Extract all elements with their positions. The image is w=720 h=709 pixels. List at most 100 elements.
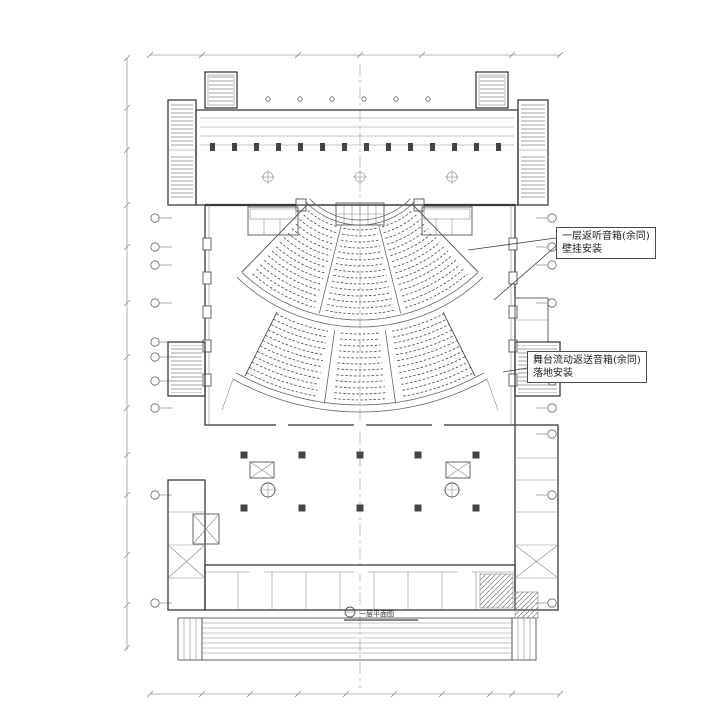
- seat-row-arc: [339, 245, 381, 249]
- seat-row-arc: [405, 273, 468, 308]
- seating-guide-arc: [236, 372, 484, 406]
- column: [414, 504, 422, 512]
- drawing-title-mark: 一层平面图: [344, 606, 418, 621]
- seat-row-arc: [340, 332, 380, 335]
- seat-row-arc: [338, 350, 382, 353]
- seat-row-arc: [399, 351, 463, 373]
- auditorium-seating: [232, 198, 488, 413]
- dim-tick: [123, 243, 131, 251]
- dim-tick: [123, 451, 131, 459]
- column: [474, 143, 479, 151]
- dim-tick: [123, 146, 131, 154]
- dim-tick: [146, 690, 154, 698]
- seat-row-arc: [336, 368, 384, 371]
- axis-bubble: [547, 260, 557, 270]
- seat-row-arc: [265, 334, 324, 356]
- seat-row-arc: [327, 304, 393, 309]
- seat-row-arc: [393, 324, 450, 344]
- seat-row-arc: [388, 228, 429, 251]
- seat-row-arc: [386, 223, 425, 245]
- dim-tick: [486, 690, 494, 698]
- seat-row-arc: [257, 351, 321, 373]
- axis-bubble: [150, 403, 160, 413]
- dim-tick: [342, 690, 350, 698]
- dim-tick: [123, 404, 131, 412]
- seat-row-arc: [299, 219, 335, 239]
- seat-row-arc: [395, 246, 445, 274]
- column: [210, 143, 215, 151]
- seat-row-arc: [275, 246, 325, 274]
- grid-marker: [393, 96, 399, 102]
- seat-row-arc: [263, 259, 320, 291]
- entrance-steps: [177, 591, 539, 661]
- seat-row-arc: [273, 318, 328, 338]
- dim-tick: [123, 644, 131, 652]
- seat-row-arc: [333, 274, 387, 279]
- axis-bubble: [150, 242, 160, 252]
- seat-row-arc: [276, 313, 329, 332]
- seat-row-arc: [402, 367, 471, 391]
- column: [414, 451, 422, 459]
- seat-row-arc: [339, 344, 381, 347]
- seat-row-arc: [254, 356, 320, 379]
- seat-row-arc: [381, 210, 413, 228]
- callout-leader-lines: [467, 237, 557, 373]
- axis-bubble: [150, 298, 160, 308]
- seat-row-arc: [343, 227, 377, 231]
- callout-wall-speaker: 一层返听音箱(余同) 壁挂安装: [556, 227, 656, 259]
- stage-house: [195, 109, 519, 206]
- seating-guide-arc: [305, 201, 415, 226]
- column: [472, 504, 480, 512]
- seat-row-arc: [262, 340, 323, 362]
- seat-row-arc: [303, 214, 337, 234]
- dim-tick: [123, 104, 131, 112]
- lobby: [249, 461, 471, 499]
- mid-stair-blocks: [167, 297, 561, 397]
- axis-bubble: [547, 490, 557, 500]
- seat-row-arc: [400, 356, 466, 379]
- seat-row-arc: [403, 268, 464, 303]
- seat-row-arc: [337, 257, 383, 261]
- column: [320, 143, 325, 151]
- callout-floor-speaker-line2: 落地安装: [533, 368, 573, 379]
- seat-row-arc: [270, 324, 327, 344]
- column: [232, 143, 237, 151]
- seat-row-arc: [401, 264, 460, 297]
- seat-row-arc: [330, 286, 390, 291]
- axis-bubble: [150, 352, 160, 362]
- dim-tick: [508, 51, 516, 59]
- seat-row-arc: [335, 380, 385, 383]
- dim-tick: [123, 353, 131, 361]
- seat-row-arc: [398, 345, 461, 368]
- seat-row-arc: [287, 232, 330, 257]
- callout-wall-speaker-line2: 壁挂安装: [562, 244, 602, 255]
- seat-row-arc: [397, 340, 458, 362]
- grid-marker: [329, 96, 335, 102]
- axis-bubbles: [150, 96, 557, 608]
- axis-bubble: [547, 403, 557, 413]
- seat-row-arc: [340, 338, 380, 341]
- axis-bubble: [547, 213, 557, 223]
- column: [298, 143, 303, 151]
- dimension-lines: [123, 51, 564, 698]
- grid-marker: [361, 96, 367, 102]
- column: [254, 143, 259, 151]
- seat-row-arc: [340, 239, 380, 243]
- seat-row-arc: [332, 280, 388, 285]
- axis-bubble: [547, 429, 557, 439]
- seat-row-arc: [307, 210, 339, 228]
- aisle-line: [384, 330, 397, 404]
- seat-row-arc: [291, 228, 332, 251]
- seat-row-arc: [395, 329, 452, 350]
- seat-row-arc: [401, 361, 469, 385]
- seat-row-arc: [252, 273, 315, 308]
- dim-tick: [294, 690, 302, 698]
- column: [356, 504, 364, 512]
- seat-row-arc: [260, 264, 319, 297]
- axis-bubble: [150, 376, 160, 386]
- axis-bubble: [547, 598, 557, 608]
- seat-row-arc: [383, 214, 417, 234]
- aisle-line: [323, 330, 336, 404]
